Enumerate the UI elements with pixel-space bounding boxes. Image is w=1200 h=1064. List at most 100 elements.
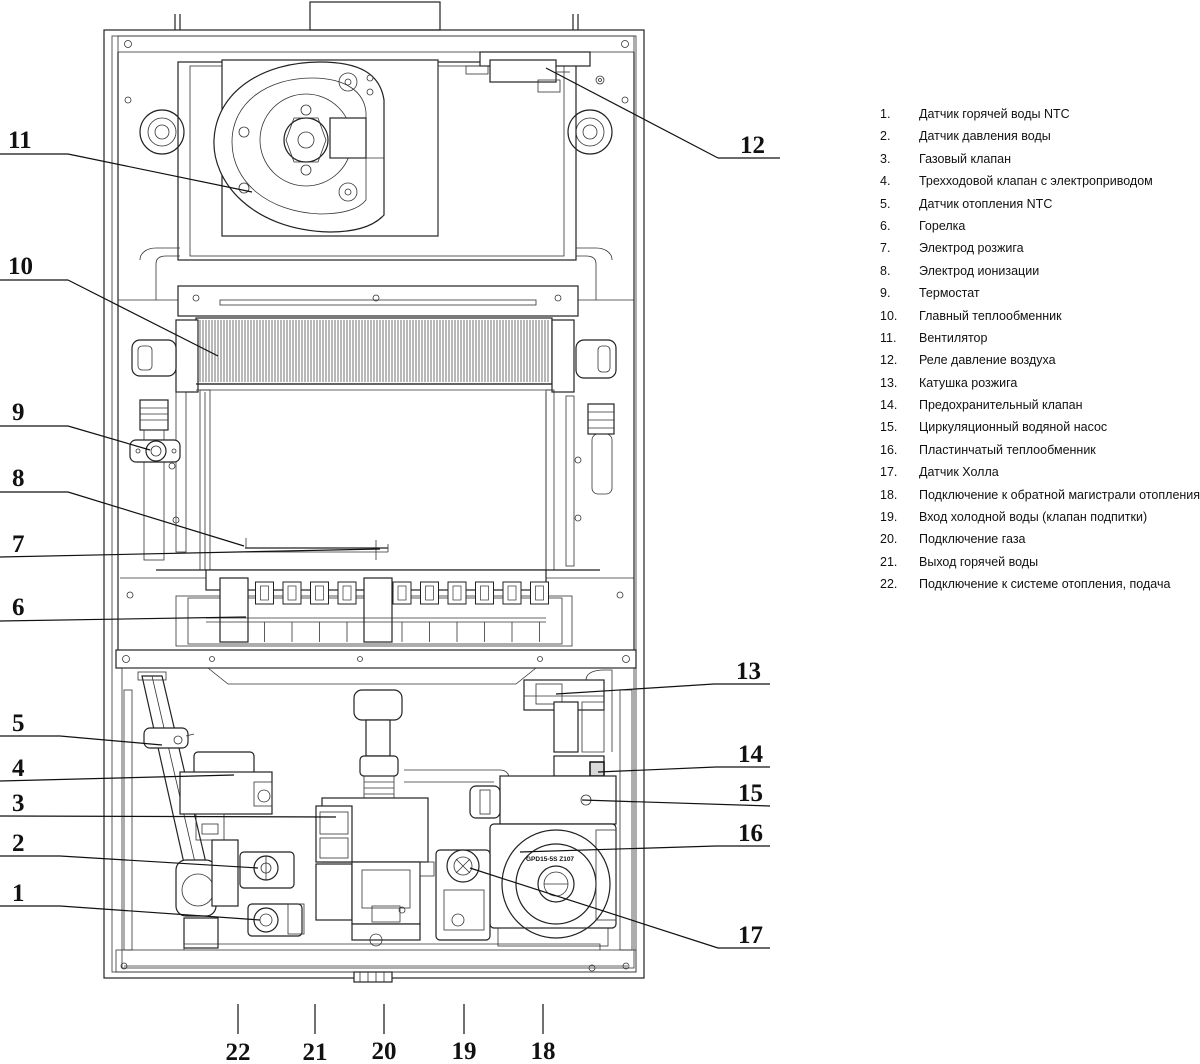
legend-item-text: Датчик отопления NTC (919, 196, 1053, 211)
legend-item: 16. Пластинчатый теплообменник (880, 442, 1200, 464)
heat-exchanger-fins (199, 320, 549, 382)
callout-20: 20 (372, 1038, 397, 1064)
legend-item: 6. Горелка (880, 218, 1200, 240)
legend-item: 10. Главный теплообменник (880, 308, 1200, 330)
legend-item-number: 10. (880, 308, 898, 323)
hot-water-ntc-sensor (247, 903, 305, 937)
legend-item: 2.Датчик давления воды (880, 128, 1200, 150)
legend-item-text: Главный теплообменник (919, 308, 1062, 323)
legend-item: 22. Подключение к системе отопления, пода… (880, 576, 1200, 598)
legend-item-number: 1. (880, 107, 891, 121)
legend-item-number: 11. (880, 330, 897, 345)
callout-numbers: 11 10 9 8 7 6 5 4 3 2 1 12 13 14 15 16 1… (8, 127, 765, 1064)
air-pressure-switch (465, 51, 591, 93)
legend-item-number: 3. (880, 151, 891, 166)
legend-item-number: 18. (880, 487, 898, 502)
burner (175, 569, 573, 647)
callout-22: 22 (226, 1039, 251, 1064)
legend-item-number: 20. (880, 532, 898, 547)
callout-6: 6 (12, 594, 25, 621)
callout-14: 14 (738, 741, 764, 768)
callout-18: 18 (531, 1038, 556, 1064)
legend-item-number: 22. (880, 577, 898, 592)
legend-item-text: Реле давление воздуха (919, 353, 1056, 368)
legend-item: 4.Трехходовой клапан с электроприводом (880, 173, 1200, 195)
callout-5: 5 (12, 710, 25, 737)
callout-17: 17 (738, 922, 763, 949)
pump-label: GPD15-5S Z107 (526, 856, 574, 863)
legend-item-text: Электрод ионизации (919, 263, 1040, 278)
legend-item-number: 7. (880, 241, 891, 256)
callout-13: 13 (736, 658, 761, 685)
legend-item-text: Горелка (919, 218, 966, 233)
legend-item-text: Газовый клапан (919, 151, 1011, 166)
legend-item-text: Предохранительный клапан (919, 398, 1083, 413)
legend-item-text: Вентилятор (919, 330, 988, 345)
legend-item-number: 8. (880, 263, 891, 278)
legend-item-text: Катушка розжига (919, 375, 1018, 390)
main-heat-exchanger (175, 285, 579, 393)
legend-item-number: 9. (880, 286, 891, 301)
legend-item-text: Выход горячей воды (919, 554, 1039, 569)
legend-item: 21. Выход горячей воды (880, 554, 1200, 576)
legend-item: 7. Электрод розжига (880, 240, 1200, 262)
legend-item-number: 17. (880, 465, 898, 480)
callout-8: 8 (12, 465, 25, 492)
legend-item-number: 14. (880, 398, 898, 413)
legend-item: 20. Подключение газа (880, 531, 1200, 553)
callout-10: 10 (8, 253, 33, 280)
legend-item-text: Подключение газа (919, 532, 1026, 547)
callout-4: 4 (12, 755, 25, 782)
legend-item: 17. Датчик Холла (880, 464, 1200, 486)
legend-item-text: Трехходовой клапан с электроприводом (919, 174, 1153, 189)
legend-item-text: Вход холодной воды (клапан подпитки) (919, 510, 1148, 525)
legend-item: 11. Вентилятор (880, 330, 1200, 352)
legend-item-text: Электрод розжига (919, 241, 1024, 256)
thermostat (129, 439, 181, 470)
legend-item: 19. Вход холодной воды (клапан подпитки) (880, 509, 1200, 531)
legend-item-text: Датчик давления воды (919, 129, 1051, 144)
legend-item-number: 15. (880, 420, 898, 435)
legend-item: 5. Датчик отопления NTC (880, 196, 1200, 218)
legend-item-number: 21. (880, 554, 898, 569)
callout-11: 11 (8, 127, 32, 154)
heating-ntc-sensor (143, 727, 195, 749)
callout-9: 9 (12, 399, 25, 426)
leader-lines (0, 67, 780, 1034)
callout-7: 7 (12, 531, 25, 558)
legend-item: 9. Термостат (880, 285, 1200, 307)
boiler-drawing: GPD15-5S Z107 (103, 1, 645, 983)
callout-21: 21 (303, 1039, 328, 1064)
three-way-valve (179, 751, 273, 907)
fan-volute (213, 61, 385, 233)
callout-2: 2 (12, 830, 25, 857)
legend-item: 13. Катушка розжига (880, 375, 1200, 397)
legend-item: 14. Предохранительный клапан (880, 397, 1200, 419)
legend-item-number: 6. (880, 218, 891, 233)
legend-item: 3. Газовый клапан (880, 151, 1200, 173)
legend-item-text: Датчик Холла (919, 465, 999, 480)
legend-item: 8. Электрод ионизации (880, 263, 1200, 285)
callout-1: 1 (12, 880, 25, 907)
legend-item-number: 13. (880, 375, 898, 390)
hall-sensor (419, 849, 491, 941)
legend-item-number: 16. (880, 442, 898, 457)
legend-item-text: Термостат (919, 286, 980, 301)
circulation-pump: GPD15-5S Z107 (469, 775, 617, 947)
legend-item-text: Циркуляционный водяной насос (919, 420, 1108, 435)
callout-16: 16 (738, 820, 763, 847)
water-pressure-sensor (239, 851, 295, 889)
legend-item: 12. Реле давление воздуха (880, 352, 1200, 374)
legend-item-number: 19. (880, 510, 898, 525)
callout-12: 12 (740, 132, 765, 159)
legend-item: 15. Циркуляционный водяной насос (880, 419, 1200, 441)
legend-item-number: 12. (880, 353, 898, 368)
callout-19: 19 (452, 1038, 477, 1064)
gas-valve (315, 689, 429, 947)
legend-item-text: Подключение к системе отопления, подача (919, 577, 1171, 592)
legend-item-number: 5. (880, 196, 891, 211)
callout-3: 3 (12, 790, 25, 817)
legend-item-text: Пластинчатый теплообменник (919, 442, 1096, 457)
